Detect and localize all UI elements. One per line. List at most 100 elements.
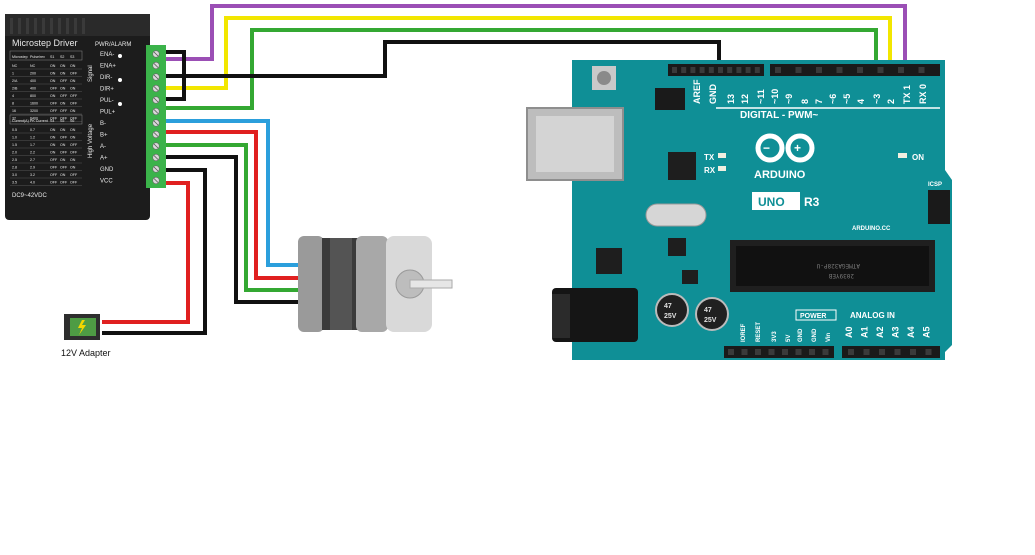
model-box — [752, 192, 800, 210]
motor-body-mid — [330, 238, 352, 330]
terminal-screw-slot — [153, 166, 159, 172]
table-cell: ON — [60, 64, 66, 68]
pin-hole — [718, 67, 723, 73]
table-cell: ON — [70, 79, 76, 83]
terminal-label: PUL- — [100, 98, 114, 104]
table-cell: ON — [50, 64, 56, 68]
adapter-bolt-icon — [78, 320, 86, 335]
pin-hole — [795, 349, 802, 355]
table-header: S2 — [60, 55, 64, 59]
driver-heatsink-fin — [5, 14, 150, 36]
table-cell: ON — [60, 102, 66, 106]
terminal-screw-slot — [153, 120, 159, 126]
wire-red-power — [102, 181, 190, 324]
wire-purple — [166, 4, 907, 72]
table-cell: 4.0 — [30, 181, 35, 185]
pin-hole — [816, 67, 822, 73]
top-pin-label: ~5 — [842, 94, 852, 104]
wire-yellow — [166, 16, 892, 90]
stepper-motor — [298, 236, 453, 332]
analog-pin-label: A2 — [875, 326, 885, 338]
arduino-logo-text: ARDUINO — [754, 169, 806, 181]
dc-jack-front — [552, 294, 570, 338]
table-cell: OFF — [50, 117, 58, 121]
table-cell: OFF — [70, 117, 78, 121]
power-pin-label: RESET — [756, 322, 762, 342]
table-cell: ON — [70, 136, 76, 140]
table-cell: 3.5 — [12, 181, 17, 185]
capacitor-1 — [655, 293, 689, 327]
top-pin-label: ~3 — [872, 94, 882, 104]
table-cell: 2.0 — [12, 151, 17, 155]
capacitor-2 — [695, 297, 729, 331]
terminal-screws — [152, 50, 160, 185]
top-pin-label: ~6 — [828, 94, 838, 104]
table-cell: 4 — [12, 94, 14, 98]
capacitor-1-voltage: 25V — [664, 313, 677, 320]
table-header: Pulse/rev — [30, 55, 45, 59]
power-pin-label: Vin — [826, 332, 832, 342]
top-pin-label: 8 — [800, 99, 810, 104]
pin-hole — [809, 349, 815, 355]
table-cell: OFF — [70, 173, 78, 177]
table-cell: ON — [60, 143, 66, 147]
pin-hole — [736, 67, 742, 73]
chip-text-1: ATMEGA328P-U — [816, 262, 860, 269]
power-label: POWER — [800, 313, 826, 320]
power-pin-label: 3V3 — [772, 331, 778, 342]
driver-led-power — [118, 54, 122, 58]
table-header: S1 — [50, 55, 54, 59]
table-cell: OFF — [60, 181, 68, 185]
driver-signal-label: Signal — [88, 65, 94, 82]
pin-hole — [857, 67, 863, 73]
table-cell: OFF — [60, 166, 68, 170]
motor-front-cap — [356, 236, 388, 332]
table-cell: 400 — [30, 87, 36, 91]
table-cell: ON — [60, 173, 66, 177]
terminal-label: ENA- — [100, 52, 114, 58]
table-header: Current(A) — [12, 119, 29, 123]
table-header-cell — [9, 50, 83, 61]
table-cell: OFF — [50, 87, 58, 91]
table-cell: ON — [50, 136, 56, 140]
arduino-logo-minus: − — [763, 141, 770, 155]
terminal-screw-slot — [153, 143, 159, 149]
table-cell: 400 — [30, 79, 36, 83]
pin-hole — [879, 349, 885, 355]
table-cell: 2.2 — [30, 151, 35, 155]
pin-hole — [681, 67, 687, 73]
table-cell: 200 — [30, 72, 36, 76]
terminal-label: VCC — [100, 179, 113, 185]
arduino-logo-icon — [755, 133, 815, 163]
table-cell: ON — [60, 128, 66, 132]
table-cell: 2.7 — [30, 158, 35, 162]
top-pin-label: ~10 — [770, 89, 780, 104]
table-cell: OFF — [60, 151, 68, 155]
table-cell: OFF — [70, 94, 78, 98]
table-cell: NC — [30, 64, 36, 68]
table-header-cell — [9, 114, 83, 125]
driver-voltage-label: DC9~42VDC — [12, 193, 48, 199]
table-cell: OFF — [60, 136, 68, 140]
top-pin-label: 12 — [740, 94, 750, 104]
table-cell: 8 — [12, 102, 14, 106]
terminal-label: GND — [100, 167, 114, 173]
top-pin-label: ~9 — [784, 94, 794, 104]
driver-led-dir — [118, 78, 122, 82]
table-header: Microstep — [12, 55, 28, 59]
table-cell: ON — [70, 166, 76, 170]
terminal-label: ENA+ — [100, 64, 116, 70]
driver-led-pul — [118, 102, 122, 106]
pin-hole — [768, 349, 775, 355]
terminal-label: A+ — [100, 156, 108, 162]
terminal-screw-slot — [153, 155, 159, 160]
pin-hole — [848, 349, 854, 355]
icsp-header — [928, 190, 950, 224]
table-cell: 0.7 — [30, 128, 35, 132]
power-header — [724, 346, 834, 358]
usb-port-inner — [536, 116, 614, 172]
motor-rear-cap — [298, 236, 324, 332]
table-cell: OFF — [60, 94, 68, 98]
